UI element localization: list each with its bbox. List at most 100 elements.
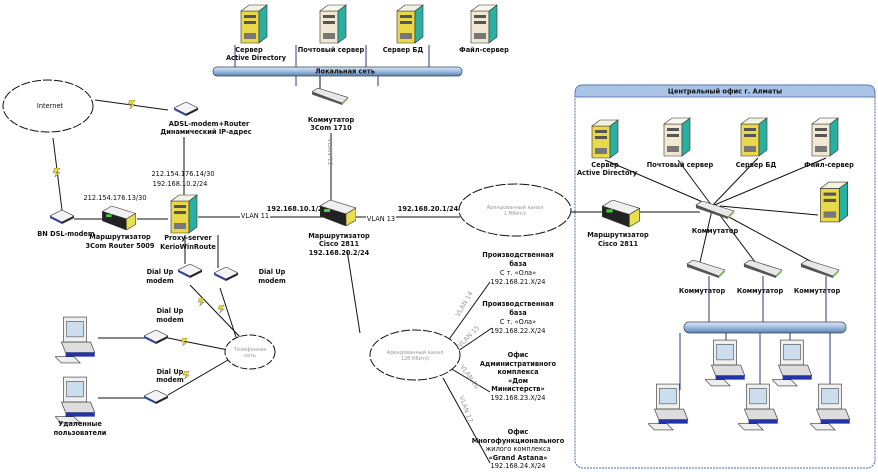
office-3: Офис Административного комплекса «Дом Ми… — [480, 351, 557, 402]
file-server-icon — [470, 4, 498, 44]
office-line: Производственная — [482, 300, 553, 308]
dialup-label: Dial Up — [157, 307, 184, 315]
link — [184, 235, 219, 268]
central-db-label: Сервер БД — [736, 161, 777, 169]
vlan11-label: VLAN 11 — [241, 212, 269, 220]
leased-1-speed: 1 Мбит/с — [504, 211, 527, 217]
lan-drops — [679, 276, 831, 390]
central-switch-label: Коммутатор — [692, 227, 739, 235]
vlan15-label: VLAN 15 — [456, 324, 481, 349]
leased-channel-cloud-2 — [369, 329, 461, 381]
remote-users-label-2: пользователи — [54, 429, 107, 437]
lan-label: Локальная сеть — [315, 68, 375, 76]
switch-3com-model: 3Com 1710 — [310, 124, 352, 132]
cisco-router-ip: 192.168.20.2/24 — [309, 249, 370, 257]
dialup-modem-icon — [144, 330, 168, 344]
office-line: Офис — [508, 428, 529, 436]
link — [346, 249, 493, 464]
ip-10-label: 192.168.10.1/24 — [267, 205, 328, 213]
wireless-link-icon — [218, 305, 225, 313]
mail-server-label: Почтовый сервер — [298, 46, 365, 54]
central-file-server-icon — [811, 117, 839, 157]
internet-label: Internet — [37, 102, 64, 110]
dialup-label-2: modem — [146, 277, 174, 285]
office-line: Министерств» — [491, 385, 544, 393]
label-bg — [240, 211, 270, 220]
file-server-label: Файл-сервер — [459, 46, 509, 54]
vlan14-label: VLAN 14 — [454, 290, 475, 318]
office-ip: 192.168.23.X/24 — [491, 394, 546, 402]
wireless-link-icon — [198, 298, 205, 306]
router-3com-model: 3Com Router 5009 — [86, 242, 155, 250]
wireless-link-icon — [128, 100, 136, 109]
db-server-label: Сервер БД — [383, 46, 424, 54]
vlan16-label: VLAN 16 — [458, 363, 481, 390]
access-switch-icon — [686, 260, 726, 278]
phone-network-cloud — [224, 334, 276, 370]
central-office-frame: Центральный офис г. Алматы — [574, 84, 876, 469]
proxy-int-ip: 192.168.10.2/24 — [153, 180, 208, 188]
remote-pc-icon — [55, 376, 96, 424]
vlan13-label: VLAN 13 — [367, 215, 395, 223]
central-switch-icon — [695, 201, 735, 219]
office-line: Офис — [508, 351, 529, 359]
access-switch-icon — [743, 260, 783, 278]
office-1: Производственная база С т. «Ола» 192.168… — [482, 251, 553, 286]
office-line: база — [509, 309, 526, 317]
central-ad-label: Сервер — [591, 161, 619, 169]
central-lan-bus — [683, 321, 847, 334]
link — [98, 284, 241, 399]
link — [604, 157, 827, 263]
dialup-label-2: modem — [156, 376, 184, 384]
ad-server-icon — [240, 4, 268, 44]
db-server-icon — [396, 4, 424, 44]
router-3com-icon — [102, 206, 136, 230]
office-4: Офис Многофункционального жилого комплек… — [472, 428, 565, 470]
wireless-link-icon — [53, 168, 61, 177]
leased-2-speed: 128 Кбит/с — [401, 356, 430, 362]
office-line: Многофункционального — [472, 437, 565, 445]
proxy-ext-ip: 212.154.176.14/30 — [151, 170, 214, 178]
office-line: С т. «Ола» — [500, 318, 536, 326]
access-switch-label: Коммутатор — [679, 287, 726, 295]
router-3com-ip: 212.154.176.13/30 — [83, 194, 146, 202]
dialup-label: Dial Up — [147, 268, 174, 276]
wireless-link-icon — [183, 371, 190, 379]
ad-server-label-2: Active Directory — [226, 54, 287, 62]
cisco-router-model: Cisco 2811 — [319, 240, 360, 248]
switch-3com-icon — [312, 88, 348, 105]
ad-server-label: Сервер — [235, 46, 263, 54]
ip-20-label: 192.168.20.1/24 — [398, 205, 459, 213]
leased-2-label: Арендованный канал — [387, 349, 443, 356]
bn-dsl-label: BN DSL-modem — [37, 230, 95, 238]
bn-dsl-modem-icon — [50, 210, 74, 224]
wireless-link-icon — [181, 338, 188, 346]
proxy-server-icon — [170, 194, 198, 234]
access-switch-label: Коммутатор — [737, 287, 784, 295]
workstation-icon — [738, 383, 779, 431]
lan-drops — [234, 45, 430, 86]
workstation-icon — [772, 339, 813, 387]
workstation-icon — [705, 339, 746, 387]
dialup-modem-icon — [214, 267, 238, 281]
office-line: С т. «Ола» — [500, 269, 536, 277]
office-ip: 192.168.22.X/24 — [491, 327, 546, 335]
office-line: Производственная — [482, 251, 553, 259]
dialup-label: Dial Up — [259, 268, 286, 276]
dialup-label-2: modem — [258, 277, 286, 285]
office-ip: 192.168.24.X/24 — [491, 462, 546, 470]
cisco-router-label: Маршрутизатор — [308, 232, 370, 240]
workstation-icon — [648, 383, 689, 431]
central-office-header — [574, 84, 876, 98]
central-server-icon — [819, 181, 849, 223]
office-ip: 192.168.21.X/24 — [491, 278, 546, 286]
leased-1-label: Арендованный канал — [487, 204, 543, 211]
office-line: Административного — [480, 360, 557, 368]
access-switch-icon — [800, 260, 840, 278]
proxy-software: KerioWinRoute — [160, 243, 216, 251]
central-mail-label: Почтовый сервер — [647, 161, 714, 169]
dialup-label: Dial Up — [157, 368, 184, 376]
dialup-modem-icon — [144, 390, 168, 404]
central-router-model: Cisco 2811 — [598, 240, 639, 248]
